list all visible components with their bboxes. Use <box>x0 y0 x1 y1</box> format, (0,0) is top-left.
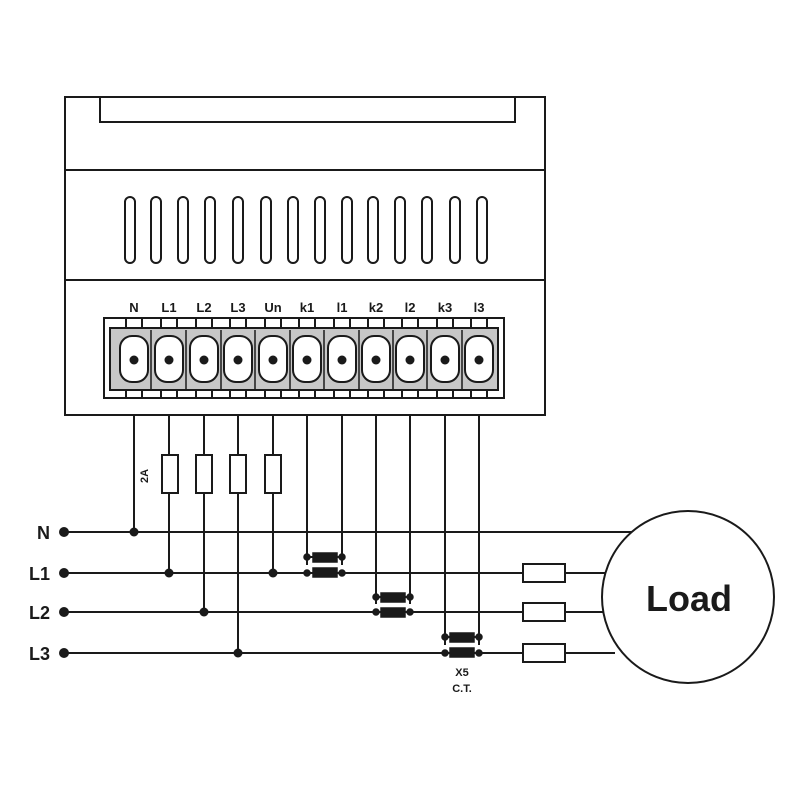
terminal-label-i3: l3 <box>474 300 485 315</box>
terminal-label-i2: l2 <box>405 300 416 315</box>
terminal-label-l1: L1 <box>161 300 176 315</box>
ct-l1 <box>303 552 346 578</box>
meter-vent-section <box>64 169 546 281</box>
ct-l2 <box>372 592 414 618</box>
vent-slot <box>124 196 136 264</box>
junction-un <box>268 568 278 578</box>
load-fuse-l3 <box>522 643 566 663</box>
supply-dot-l2 <box>59 607 69 617</box>
supply-dot-l1 <box>59 568 69 578</box>
vent-slot <box>367 196 379 264</box>
terminal-label-l2: L2 <box>196 300 211 315</box>
terminal-screw <box>464 317 494 399</box>
ct-l3 <box>441 632 483 658</box>
fuse-rating-label: 2A <box>139 469 151 483</box>
terminal-screw <box>119 317 149 399</box>
terminal-screw <box>395 317 425 399</box>
vent-slot <box>260 196 272 264</box>
terminal-label-l3: L3 <box>230 300 245 315</box>
terminal-label-k3: k3 <box>438 300 452 315</box>
fuse-l1 <box>161 454 179 494</box>
meter-display-window <box>99 96 516 123</box>
terminal-label-n: N <box>129 300 138 315</box>
vent-slots <box>124 196 488 264</box>
junction-l3 <box>233 648 243 658</box>
vent-slot <box>449 196 461 264</box>
vent-slot <box>150 196 162 264</box>
ct-label: C.T. <box>452 683 472 695</box>
load-circle <box>601 510 775 684</box>
supply-dot-l3 <box>59 648 69 658</box>
load-fuse-l1 <box>522 563 566 583</box>
terminal-label-un: Un <box>264 300 281 315</box>
supply-label-l3: L3 <box>29 644 50 664</box>
fuse-l3 <box>229 454 247 494</box>
terminal-block <box>103 317 505 399</box>
load-fuse-l2 <box>522 602 566 622</box>
terminal-screw <box>327 317 357 399</box>
load-label: Load <box>646 578 732 619</box>
vent-slot <box>476 196 488 264</box>
vent-slot <box>421 196 433 264</box>
terminal-label-k2: k2 <box>369 300 383 315</box>
current-transformers <box>303 552 483 658</box>
terminal-screw <box>430 317 460 399</box>
vent-slot <box>341 196 353 264</box>
junction-dots <box>129 527 278 658</box>
terminal-screw <box>292 317 322 399</box>
supply-label-l1: L1 <box>29 564 50 584</box>
junction-l2 <box>199 607 209 617</box>
terminal-screw <box>154 317 184 399</box>
vent-slot <box>287 196 299 264</box>
supply-terminals <box>59 527 69 658</box>
terminal-screw <box>361 317 391 399</box>
supply-label-n: N <box>37 523 50 543</box>
ct-ratio-label: X5 <box>455 667 468 679</box>
terminal-labels: N L1 L2 L3 Un k1 l1 k2 l2 k3 l3 <box>129 300 484 315</box>
terminal-label-k1: k1 <box>300 300 314 315</box>
vent-slot <box>177 196 189 264</box>
terminal-screw <box>189 317 219 399</box>
vent-slot <box>394 196 406 264</box>
load-fuses <box>522 563 566 663</box>
vent-slot <box>232 196 244 264</box>
voltage-fuses <box>161 454 282 494</box>
supply-label-l2: L2 <box>29 603 50 623</box>
junction-l1 <box>164 568 174 578</box>
vent-slot <box>314 196 326 264</box>
terminal-screw <box>258 317 288 399</box>
supply-dot-n <box>59 527 69 537</box>
supply-labels: N L1 L2 L3 <box>29 523 50 664</box>
terminal-label-i1: l1 <box>337 300 348 315</box>
fuse-l2 <box>195 454 213 494</box>
fuse-un <box>264 454 282 494</box>
terminal-screw <box>223 317 253 399</box>
junction-n <box>129 527 139 537</box>
vent-slot <box>204 196 216 264</box>
